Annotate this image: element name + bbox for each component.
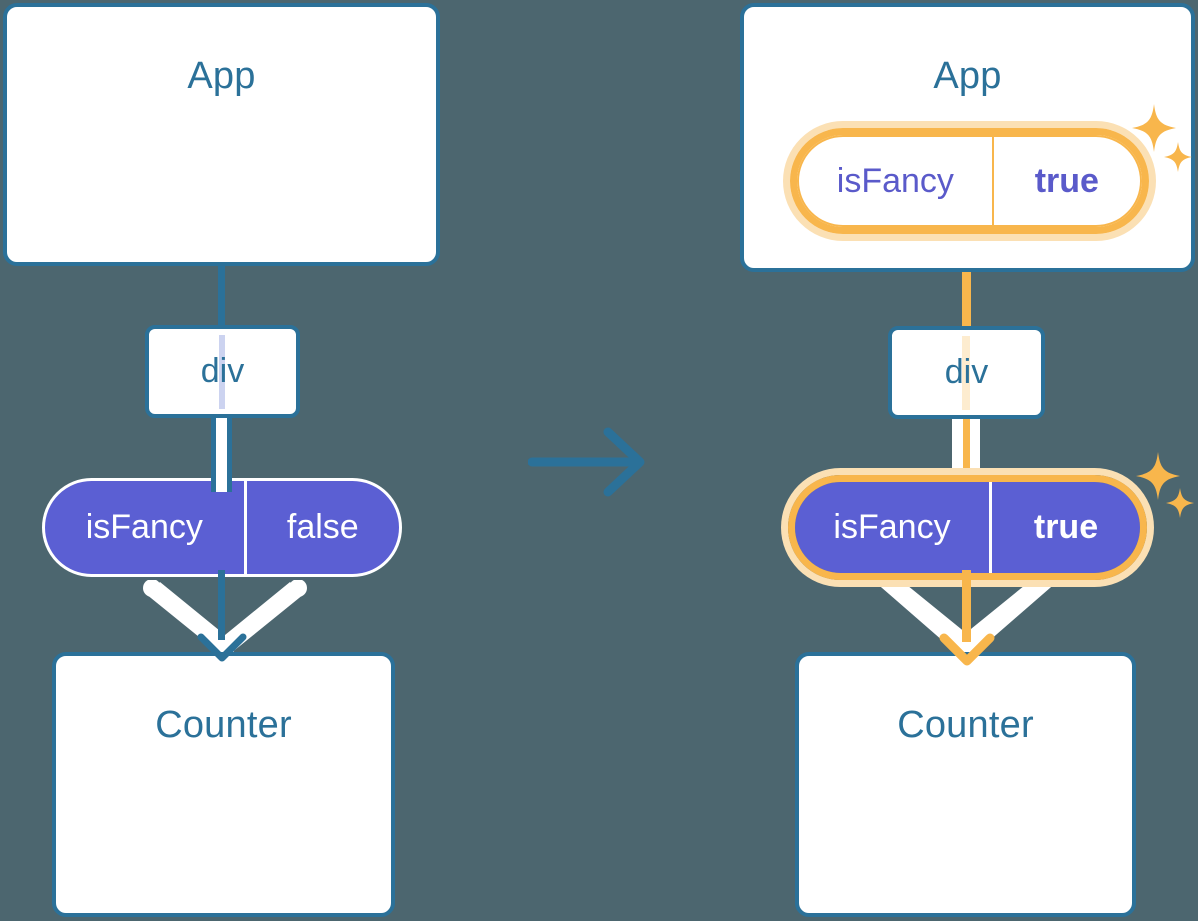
edge-prop-to-counter-right xyxy=(962,570,971,642)
pill-prop-after-key: isFancy xyxy=(795,482,992,573)
edge-prop-to-counter-left xyxy=(218,570,225,640)
card-counter-before: Counter xyxy=(52,652,395,917)
sparkle-icon-app-after xyxy=(1132,104,1192,172)
card-div-before-label: div xyxy=(200,352,245,390)
arrow-down-counter-before xyxy=(197,633,247,662)
pill-app-state-after-value: true xyxy=(1034,161,1099,200)
edge-div-to-prop-right-gapR xyxy=(970,412,975,494)
card-app-after-title: App xyxy=(933,55,1002,97)
pill-prop-before-value: false xyxy=(286,508,359,546)
sparkle-icon-prop-after xyxy=(1136,452,1194,518)
card-counter-after: Counter xyxy=(795,652,1136,917)
edge-div-to-prop-right-gapL xyxy=(958,412,963,494)
pill-app-state-after-key: isFancy xyxy=(799,137,994,225)
edge-through-div-right xyxy=(962,336,970,410)
card-div-after-label: div xyxy=(944,353,989,391)
pill-prop-after: isFancy true xyxy=(795,482,1140,573)
edge-app-to-div-left xyxy=(218,262,225,328)
prop-fanout-chevron-after xyxy=(874,581,1058,661)
pill-prop-before-key: isFancy xyxy=(45,481,247,574)
pill-prop-after-value: true xyxy=(1033,508,1099,546)
edge-div-to-prop-left-gap xyxy=(216,412,227,492)
edge-through-div-left xyxy=(219,335,225,409)
edge-div-to-prop-right-amber xyxy=(962,412,971,494)
card-app-before: App xyxy=(3,3,440,266)
pill-prop-before: isFancy false xyxy=(42,478,402,577)
card-counter-after-title: Counter xyxy=(897,704,1034,746)
edge-app-to-div-right xyxy=(962,218,971,330)
transition-arrow-right-icon xyxy=(528,427,645,497)
card-app-before-title: App xyxy=(187,55,256,97)
pill-app-state-after: isFancy true xyxy=(797,135,1142,227)
card-counter-before-title: Counter xyxy=(155,704,292,746)
arrow-down-counter-after xyxy=(939,633,995,666)
